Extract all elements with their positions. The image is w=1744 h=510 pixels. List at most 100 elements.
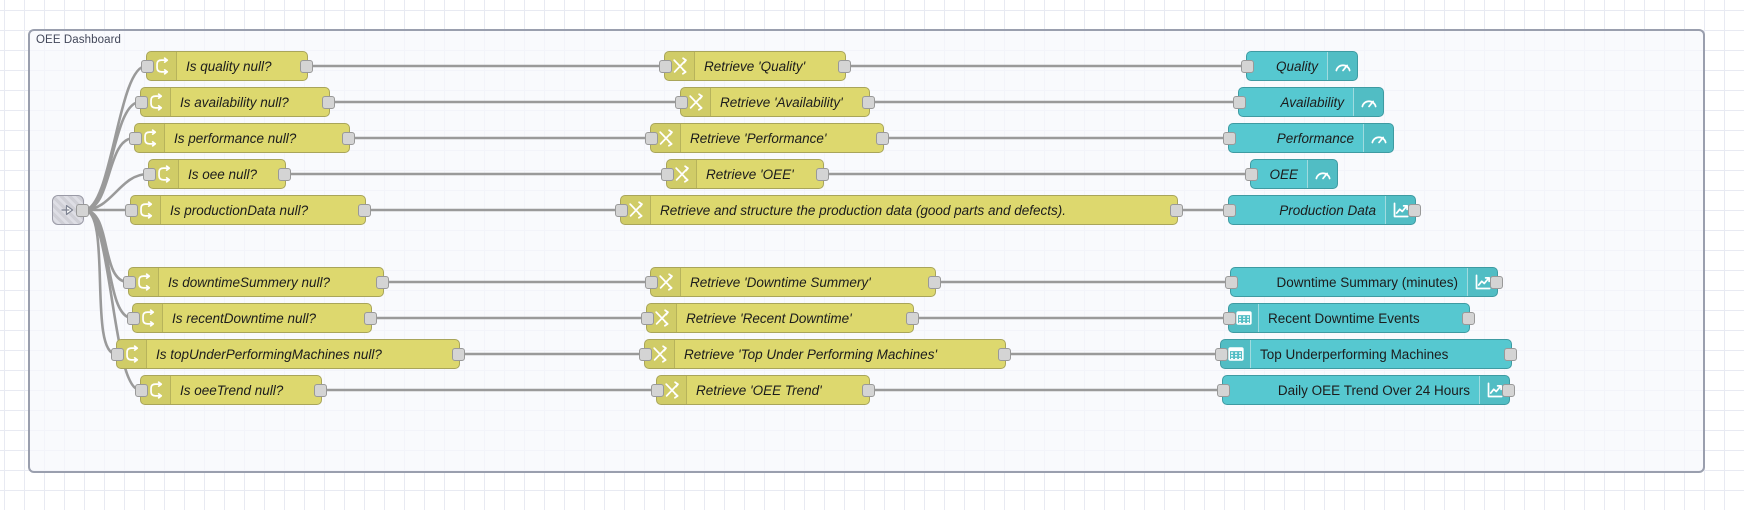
- node-output-port[interactable]: [1502, 383, 1515, 397]
- node-input-port[interactable]: [143, 167, 156, 181]
- gauge-icon: [1353, 88, 1383, 116]
- change-node-3[interactable]: Retrieve 'OEE': [661, 159, 829, 189]
- node-output-port[interactable]: [1462, 311, 1475, 325]
- node-input-port[interactable]: [659, 59, 672, 73]
- node-input-port[interactable]: [1245, 167, 1258, 181]
- node-input-port[interactable]: [127, 311, 140, 325]
- change-node-2[interactable]: Retrieve 'Performance': [645, 123, 889, 153]
- node-input-port[interactable]: [123, 275, 136, 289]
- change-node-3-label: Retrieve 'OEE': [706, 166, 794, 182]
- node-input-port[interactable]: [129, 131, 142, 145]
- node-input-port[interactable]: [615, 203, 628, 217]
- switch-node-4[interactable]: Is productionData null?: [125, 195, 371, 225]
- node-input-port[interactable]: [1223, 311, 1236, 325]
- switch-node-3-label: Is oee null?: [188, 166, 258, 182]
- node-input-port[interactable]: [135, 95, 148, 109]
- node-output-port[interactable]: [314, 383, 327, 397]
- node-output-port[interactable]: [364, 311, 377, 325]
- change-node-6[interactable]: Retrieve 'Recent Downtime': [641, 303, 919, 333]
- node-output-port[interactable]: [358, 203, 371, 217]
- ui-node-2[interactable]: Performance: [1223, 123, 1394, 153]
- ui-node-1[interactable]: Availability: [1233, 87, 1384, 117]
- node-input-port[interactable]: [651, 383, 664, 397]
- node-input-port[interactable]: [1225, 275, 1238, 289]
- change-node-7[interactable]: Retrieve 'Top Under Performing Machines': [639, 339, 1011, 369]
- change-node-1[interactable]: Retrieve 'Availability': [675, 87, 875, 117]
- ui-node-0[interactable]: Quality: [1241, 51, 1358, 81]
- ui-node-0-label: Quality: [1275, 58, 1318, 74]
- switch-node-0-label: Is quality null?: [186, 58, 272, 74]
- node-input-port[interactable]: [1217, 383, 1230, 397]
- node-output-port[interactable]: [1490, 275, 1503, 289]
- switch-node-7[interactable]: Is topUnderPerformingMachines null?: [111, 339, 465, 369]
- change-node-1-label: Retrieve 'Availability': [720, 94, 843, 110]
- ui-node-7[interactable]: Top Underperforming Machines: [1215, 339, 1517, 369]
- node-output-port[interactable]: [862, 95, 875, 109]
- group-label: OEE Dashboard: [36, 34, 122, 46]
- node-input-port[interactable]: [1241, 59, 1254, 73]
- ui-node-1-label: Availability: [1280, 94, 1344, 110]
- switch-node-4-label: Is productionData null?: [170, 202, 309, 218]
- gauge-icon: [1307, 160, 1337, 188]
- node-output-port[interactable]: [816, 167, 829, 181]
- node-input-port[interactable]: [645, 131, 658, 145]
- node-output-port[interactable]: [998, 347, 1011, 361]
- ui-node-6[interactable]: Recent Downtime Events: [1223, 303, 1475, 333]
- node-output-port[interactable]: [1408, 203, 1421, 217]
- switch-node-8-label: Is oeeTrend null?: [180, 382, 284, 398]
- node-output-port[interactable]: [300, 59, 313, 73]
- node-input-port[interactable]: [1223, 203, 1236, 217]
- change-node-4[interactable]: Retrieve and structure the production da…: [615, 195, 1183, 225]
- node-input-port[interactable]: [111, 347, 124, 361]
- switch-node-2[interactable]: Is performance null?: [129, 123, 355, 153]
- change-icon: [621, 196, 651, 224]
- node-input-port[interactable]: [141, 59, 154, 73]
- node-output-port[interactable]: [838, 59, 851, 73]
- switch-node-5-label: Is downtimeSummery null?: [168, 274, 331, 290]
- switch-node-3[interactable]: Is oee null?: [143, 159, 291, 189]
- change-node-8[interactable]: Retrieve 'OEE Trend': [651, 375, 875, 405]
- change-node-8-label: Retrieve 'OEE Trend': [696, 382, 822, 398]
- change-node-0[interactable]: Retrieve 'Quality': [659, 51, 851, 81]
- node-input-port[interactable]: [639, 347, 652, 361]
- node-input-port[interactable]: [661, 167, 674, 181]
- node-input-port[interactable]: [645, 275, 658, 289]
- switch-node-6[interactable]: Is recentDowntime null?: [127, 303, 377, 333]
- node-input-port[interactable]: [675, 95, 688, 109]
- node-output-port[interactable]: [1504, 347, 1517, 361]
- link-in-node[interactable]: [52, 195, 89, 225]
- ui-node-6-label: Recent Downtime Events: [1268, 310, 1420, 326]
- node-output-port[interactable]: [862, 383, 875, 397]
- node-output-port[interactable]: [452, 347, 465, 361]
- node-input-port[interactable]: [1233, 95, 1246, 109]
- node-output-port[interactable]: [342, 131, 355, 145]
- ui-node-4[interactable]: Production Data: [1223, 195, 1421, 225]
- switch-node-8[interactable]: Is oeeTrend null?: [135, 375, 327, 405]
- node-output-port[interactable]: [376, 275, 389, 289]
- node-input-port[interactable]: [1223, 131, 1236, 145]
- node-output-port[interactable]: [76, 203, 89, 217]
- node-output-port[interactable]: [906, 311, 919, 325]
- switch-node-0[interactable]: Is quality null?: [141, 51, 313, 81]
- change-node-4-label: Retrieve and structure the production da…: [660, 202, 1066, 218]
- ui-node-8[interactable]: Daily OEE Trend Over 24 Hours: [1217, 375, 1515, 405]
- change-node-7-label: Retrieve 'Top Under Performing Machines': [684, 346, 938, 362]
- node-input-port[interactable]: [1215, 347, 1228, 361]
- switch-node-1[interactable]: Is availability null?: [135, 87, 335, 117]
- ui-node-5[interactable]: Downtime Summary (minutes): [1225, 267, 1503, 297]
- node-output-port[interactable]: [278, 167, 291, 181]
- switch-icon: [147, 52, 177, 80]
- node-output-port[interactable]: [876, 131, 889, 145]
- ui-node-5-label: Downtime Summary (minutes): [1276, 274, 1458, 290]
- node-output-port[interactable]: [928, 275, 941, 289]
- switch-node-5[interactable]: Is downtimeSummery null?: [123, 267, 389, 297]
- ui-node-3[interactable]: OEE: [1245, 159, 1338, 189]
- change-node-5[interactable]: Retrieve 'Downtime Summery': [645, 267, 941, 297]
- node-output-port[interactable]: [1170, 203, 1183, 217]
- node-input-port[interactable]: [135, 383, 148, 397]
- node-output-port[interactable]: [322, 95, 335, 109]
- switch-node-6-label: Is recentDowntime null?: [172, 310, 317, 326]
- node-input-port[interactable]: [641, 311, 654, 325]
- node-input-port[interactable]: [125, 203, 138, 217]
